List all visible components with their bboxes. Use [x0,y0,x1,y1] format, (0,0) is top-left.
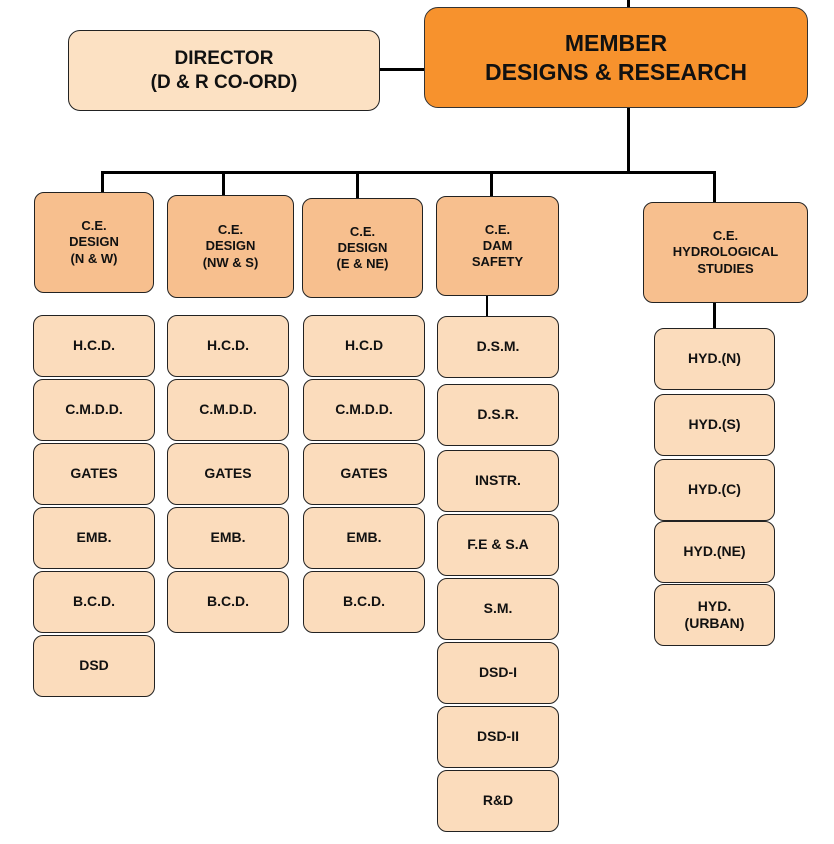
column-1-item: DSD [33,635,155,697]
connector-drop-4 [490,172,493,196]
column-5-item: HYD. (URBAN) [654,584,775,646]
column-3-item: C.M.D.D. [303,379,425,441]
column-4-item: R&D [437,770,559,832]
connector-drop-1 [101,172,104,192]
column-3-item: B.C.D. [303,571,425,633]
column-3-item: EMB. [303,507,425,569]
column-2-item: H.C.D. [167,315,289,377]
column-5-item: HYD.(C) [654,459,775,521]
connector-drop-3 [356,172,359,198]
ce-box-4: C.E. DAM SAFETY [436,196,559,296]
column-2-item: B.C.D. [167,571,289,633]
column-2-item: EMB. [167,507,289,569]
connector-item-4 [486,296,488,316]
column-1-item: B.C.D. [33,571,155,633]
column-4-item: DSD-II [437,706,559,768]
ce-box-5: C.E. HYDROLOGICAL STUDIES [643,202,808,303]
member-box: MEMBER DESIGNS & RESEARCH [424,7,808,108]
director-box: DIRECTOR (D & R CO-ORD) [68,30,380,111]
column-3-item: GATES [303,443,425,505]
connector-item-5 [713,303,716,328]
connector-director [380,68,426,71]
column-4-item: DSD-I [437,642,559,704]
column-5-item: HYD.(S) [654,394,775,456]
connector-top [627,0,630,8]
column-4-item: D.S.R. [437,384,559,446]
column-1-item: C.M.D.D. [33,379,155,441]
connector-horizontal-bus [101,171,716,174]
column-4-item: D.S.M. [437,316,559,378]
ce-box-3: C.E. DESIGN (E & NE) [302,198,423,298]
column-1-item: EMB. [33,507,155,569]
column-4-item: F.E & S.A [437,514,559,576]
column-4-item: INSTR. [437,450,559,512]
column-1-item: H.C.D. [33,315,155,377]
ce-box-2: C.E. DESIGN (NW & S) [167,195,294,298]
column-5-item: HYD.(NE) [654,521,775,583]
column-4-item: S.M. [437,578,559,640]
connector-member-down [627,108,630,173]
column-1-item: GATES [33,443,155,505]
connector-drop-5 [713,172,716,202]
column-3-item: H.C.D [303,315,425,377]
column-5-item: HYD.(N) [654,328,775,390]
column-2-item: C.M.D.D. [167,379,289,441]
ce-box-1: C.E. DESIGN (N & W) [34,192,154,293]
connector-drop-2 [222,172,225,195]
column-2-item: GATES [167,443,289,505]
